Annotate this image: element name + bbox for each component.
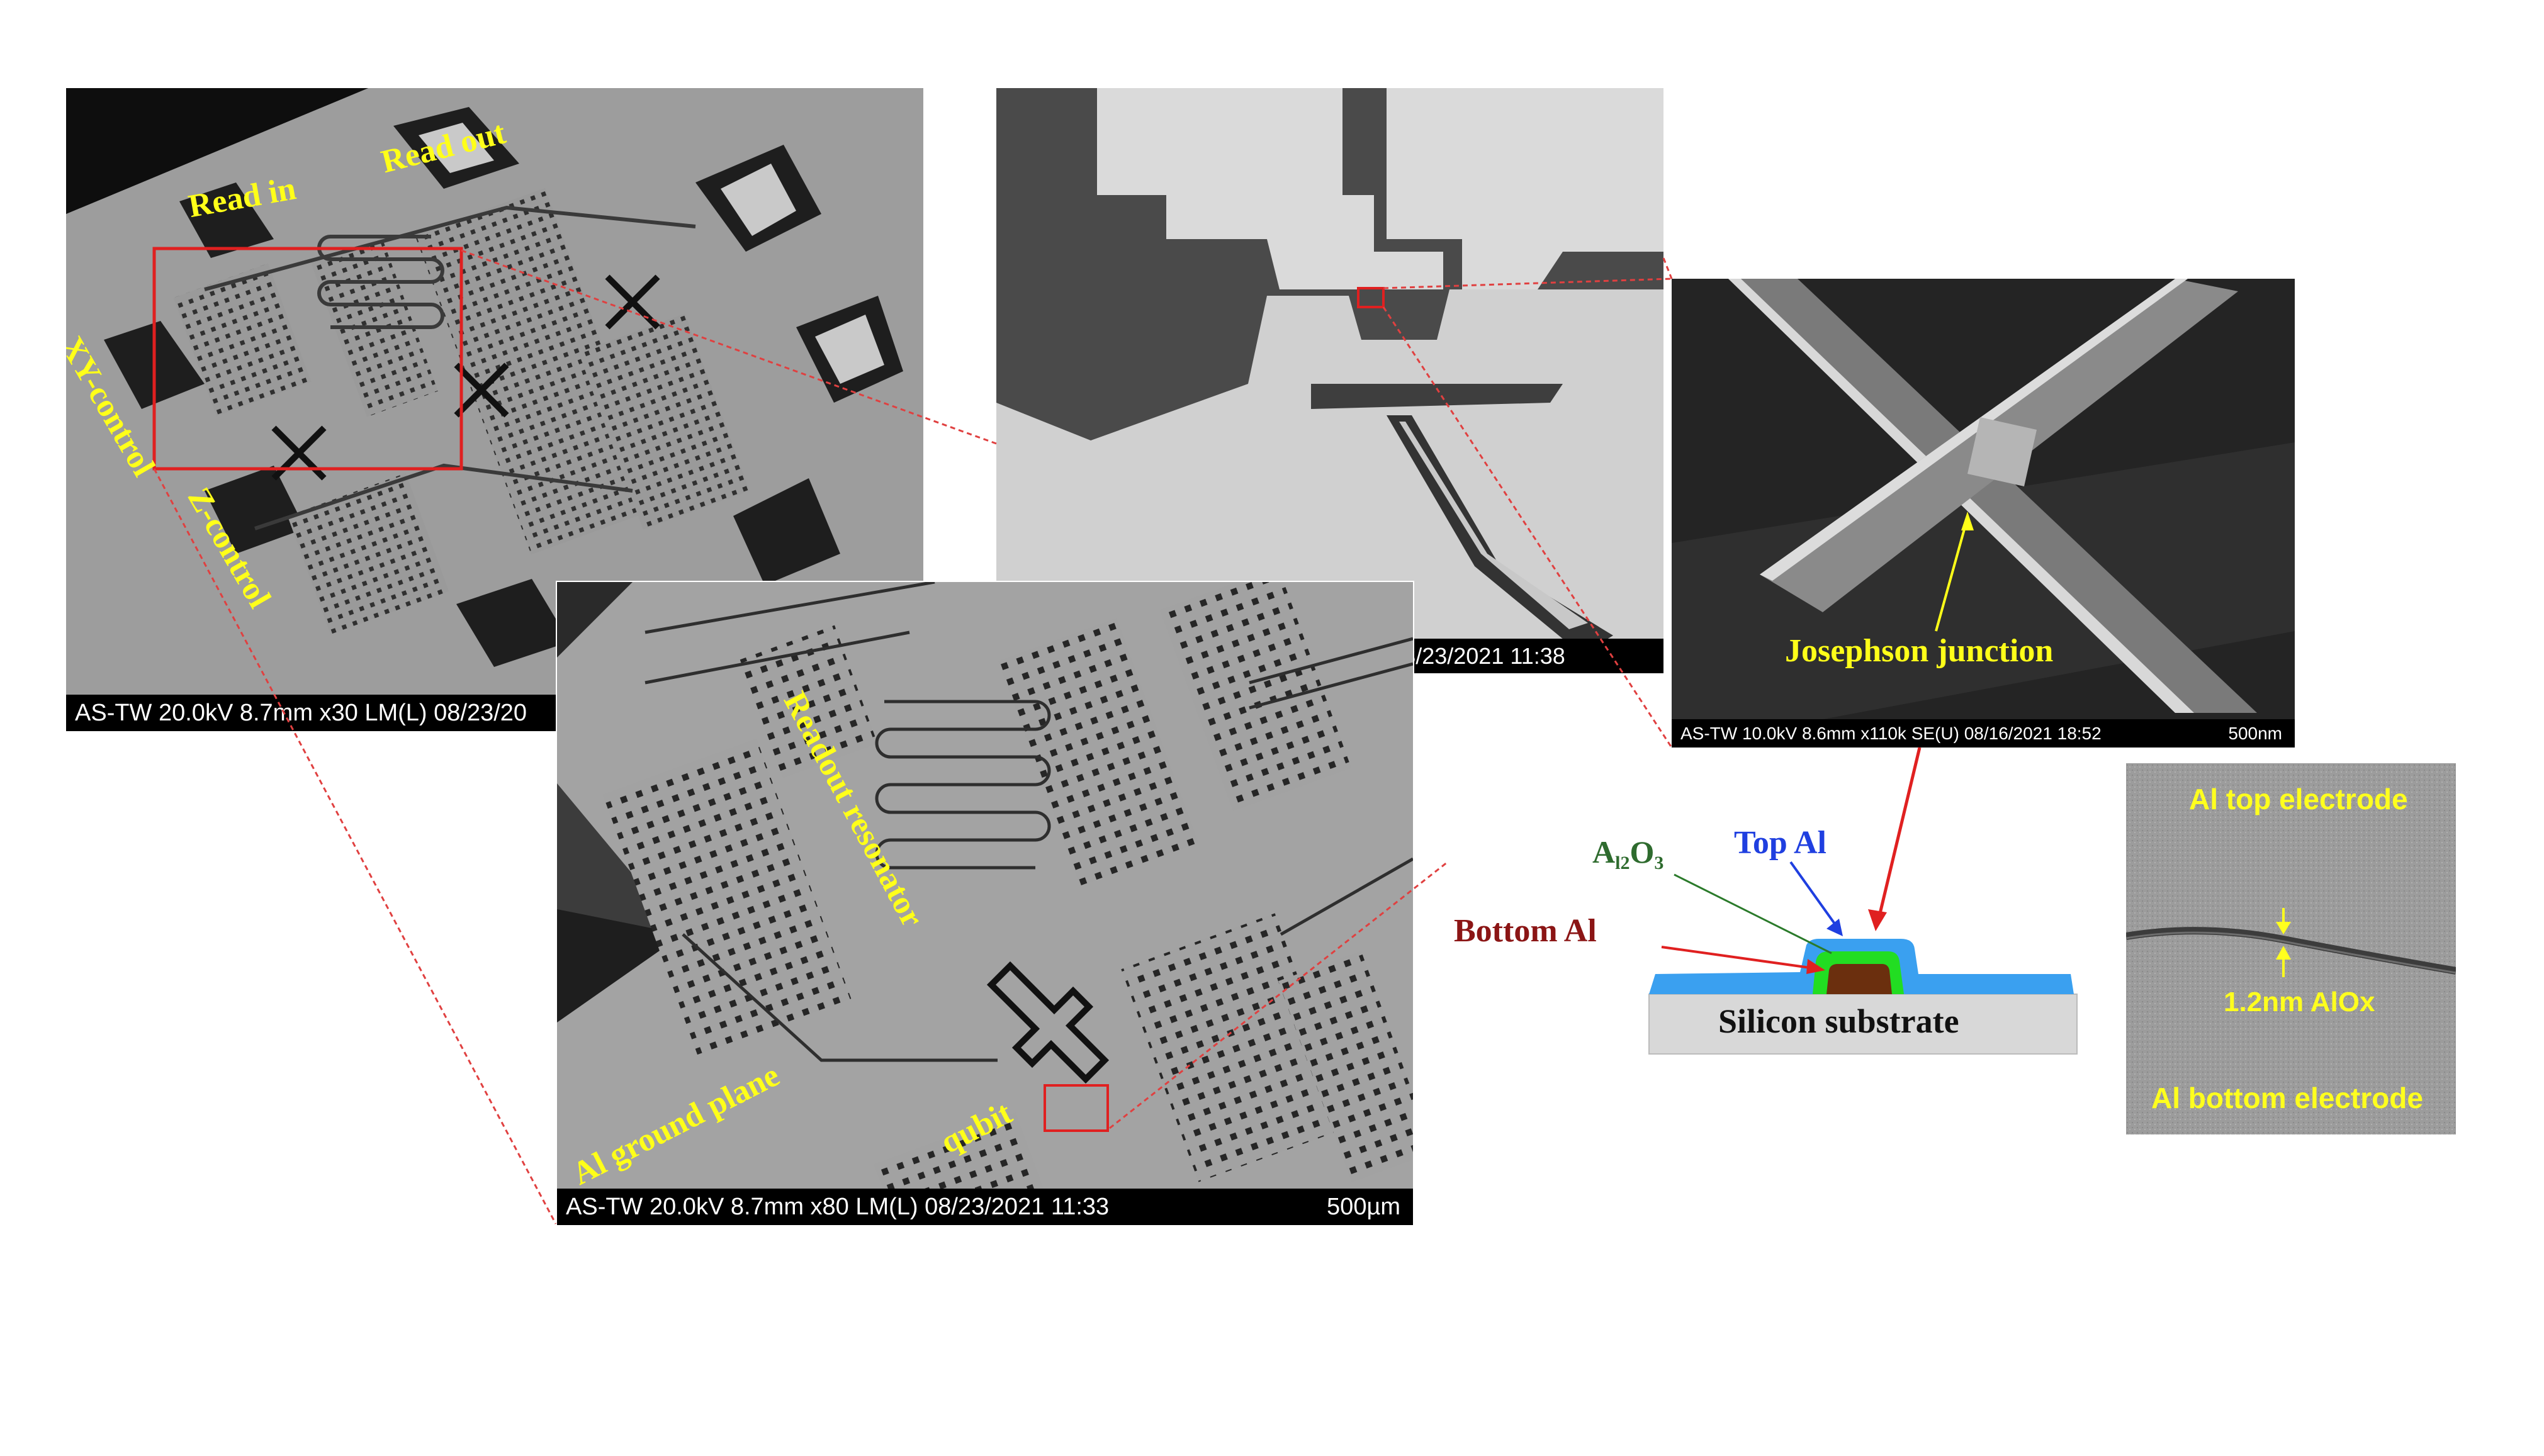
bottom-al-arrow	[1661, 946, 1820, 970]
qubit-micrograph: Readout resonator Al ground plane qubit …	[556, 581, 1414, 1226]
top-al-label: Top Al	[1734, 825, 1826, 861]
al-top-electrode-label: Al top electrode	[2189, 783, 2408, 815]
junction-arrow	[1935, 517, 1969, 632]
junction-image	[1672, 279, 2295, 748]
josephson-junction-label: Josephson junction	[1785, 633, 2054, 669]
bottom-al-layer	[1826, 964, 1892, 994]
al2o3-label: Al2O3	[1592, 834, 1664, 873]
junction-sem-info-text: AS-TW 10.0kV 8.6mm x110k SE(U) 08/16/202…	[1680, 723, 2102, 743]
top-al-arrow	[1789, 861, 1839, 929]
junction-micrograph: Josephson junction AS-TW 10.0kV 8.6mm x1…	[1672, 279, 2295, 748]
junction-cross-section: Al2O3 Top Al Bottom Al Silicon substrate	[1448, 805, 2102, 1076]
squid-image	[996, 88, 1663, 673]
chip-sem-info-text: AS-TW 20.0kV 8.7mm x30 LM(L) 08/23/20	[75, 699, 527, 726]
al2o3-arrow	[1674, 873, 1832, 955]
bottom-al-label: Bottom Al	[1454, 913, 1597, 949]
tem-image	[2126, 763, 2456, 1134]
qubit-zoom-box	[1044, 1084, 1109, 1132]
junction-scale-label: 500nm	[2228, 723, 2282, 743]
al-bottom-electrode-label: Al bottom electrode	[2151, 1082, 2423, 1114]
cross-section-drawing	[1648, 861, 2078, 1055]
qubit-sem-infobar: AS-TW 20.0kV 8.7mm x80 LM(L) 08/23/2021 …	[557, 1189, 1413, 1225]
qubit-scale-label: 500µm	[1327, 1193, 1400, 1220]
junction-sem-infobar: AS-TW 10.0kV 8.6mm x110k SE(U) 08/16/202…	[1672, 719, 2295, 748]
squid-zoom-box	[1357, 287, 1385, 308]
alox-thickness-label: 1.2nm AlOx	[2224, 987, 2375, 1017]
tem-micrograph: Al top electrode 1.2nm AlOx Al bottom el…	[2126, 763, 2456, 1134]
silicon-substrate	[1648, 994, 2078, 1055]
silicon-substrate-label: Silicon substrate	[1718, 1002, 1959, 1040]
qubit-sem-info-text: AS-TW 20.0kV 8.7mm x80 LM(L) 08/23/2021 …	[566, 1193, 1110, 1220]
